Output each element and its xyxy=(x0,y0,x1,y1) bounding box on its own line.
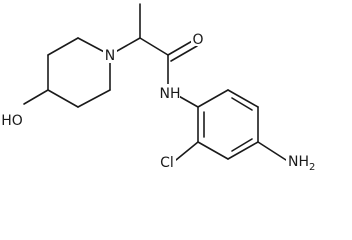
bond-ring-c5-c6 xyxy=(77,89,111,108)
molecule-drawing: N O NH HO Cl NH2 xyxy=(0,3,316,173)
bond-ar-c2-c3 xyxy=(197,141,229,160)
chlorine-label: Cl xyxy=(160,155,174,171)
ho-label-bg xyxy=(0,112,24,128)
hydroxyl-label: HO xyxy=(1,113,23,129)
bond-carbonyl-o-2 xyxy=(170,45,198,62)
bond-ch-carbonyl xyxy=(139,37,169,56)
amino-subscript-text: 2 xyxy=(309,162,315,173)
bond-ring-c4-c5 xyxy=(47,89,79,108)
bond-ring-c2-c3 xyxy=(47,37,79,56)
bond-c4-oh xyxy=(23,89,49,105)
bond-ar-nh2 xyxy=(257,141,287,161)
amino-main-text: NH xyxy=(288,154,309,170)
carbonyl-oxygen-label: O xyxy=(192,32,203,48)
label-background-group xyxy=(0,30,316,172)
bond-ar-inner-3 xyxy=(231,97,253,111)
n-label-bg xyxy=(103,47,117,63)
bond-group xyxy=(23,3,287,161)
bond-ar-inner-2 xyxy=(231,138,253,152)
o-label-bg xyxy=(191,30,205,46)
amino-label: NH2 xyxy=(288,154,315,173)
bond-ar-c6-c1 xyxy=(197,89,229,108)
bond-ar-c5-c6 xyxy=(227,89,259,108)
cl-label-bg xyxy=(158,154,176,170)
piperidine-nitrogen-label: N xyxy=(105,48,115,64)
atom-label-group: N O NH HO Cl NH2 xyxy=(1,32,315,173)
nh2-label-bg xyxy=(286,154,316,172)
bond-ar-c3-c4 xyxy=(227,141,259,160)
structure-diagram: N O NH HO Cl NH2 xyxy=(0,3,316,173)
bond-carbonyl-o-1 xyxy=(167,39,195,56)
bond-ar-cl xyxy=(175,141,199,161)
amide-nh-label: NH xyxy=(160,86,181,102)
nh-label-bg xyxy=(160,84,180,100)
